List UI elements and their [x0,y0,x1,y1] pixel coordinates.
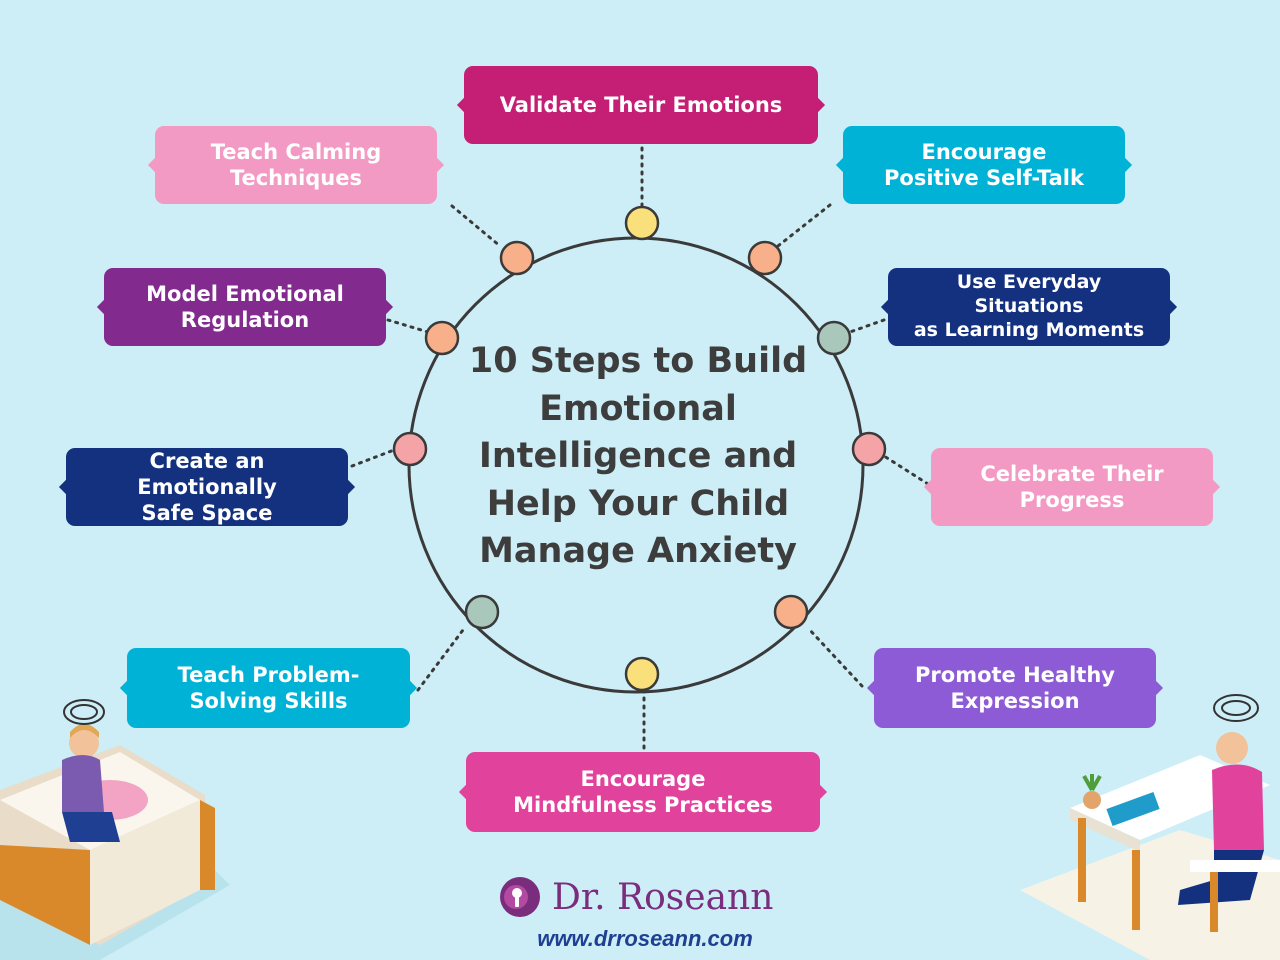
step-box-8: Create an Emotionally Safe Space [66,448,348,526]
ring-node-5 [773,594,809,630]
ring-node-4 [851,431,887,467]
ring-node-7 [464,594,500,630]
brand-logo[interactable]: Dr. Roseann [498,872,798,922]
step-box-3: Use Everyday Situations as Learning Mome… [888,268,1170,346]
step-box-1: Validate Their Emotions [464,66,818,144]
stressed-student-illustration [1020,694,1280,960]
infographic-title: 10 Steps to Build Emotional Intelligence… [468,341,808,572]
connector-line [350,448,396,468]
step-box-7: Teach Problem- Solving Skills [127,648,410,728]
connector-line [386,318,430,334]
step-box-9: Model Emotional Regulation [104,268,386,346]
brand-name: Dr. Roseann [552,876,774,918]
ring-node-1 [624,205,660,241]
step-box-4: Celebrate Their Progress [931,448,1213,526]
connector-line [416,624,468,692]
ring-node-9 [424,320,460,356]
keyhole-logo-icon [500,877,540,917]
connector-line [882,454,930,486]
connector-line [848,318,886,334]
website-link[interactable]: www.drroseann.com [537,926,753,951]
connector-line [806,626,864,688]
ring-node-2 [747,240,783,276]
step-box-10: Teach Calming Techniques [155,126,437,204]
connector-line [776,203,832,248]
step-box-5: Promote Healthy Expression [874,648,1156,728]
anxious-child-illustration [0,699,230,960]
ring-node-10 [499,240,535,276]
ring-node-3 [816,320,852,356]
ring-node-6 [624,656,660,692]
step-box-6: Encourage Mindfulness Practices [466,752,820,832]
step-box-2: Encourage Positive Self-Talk [843,126,1125,204]
connector-line [450,204,502,248]
ring-node-8 [392,431,428,467]
